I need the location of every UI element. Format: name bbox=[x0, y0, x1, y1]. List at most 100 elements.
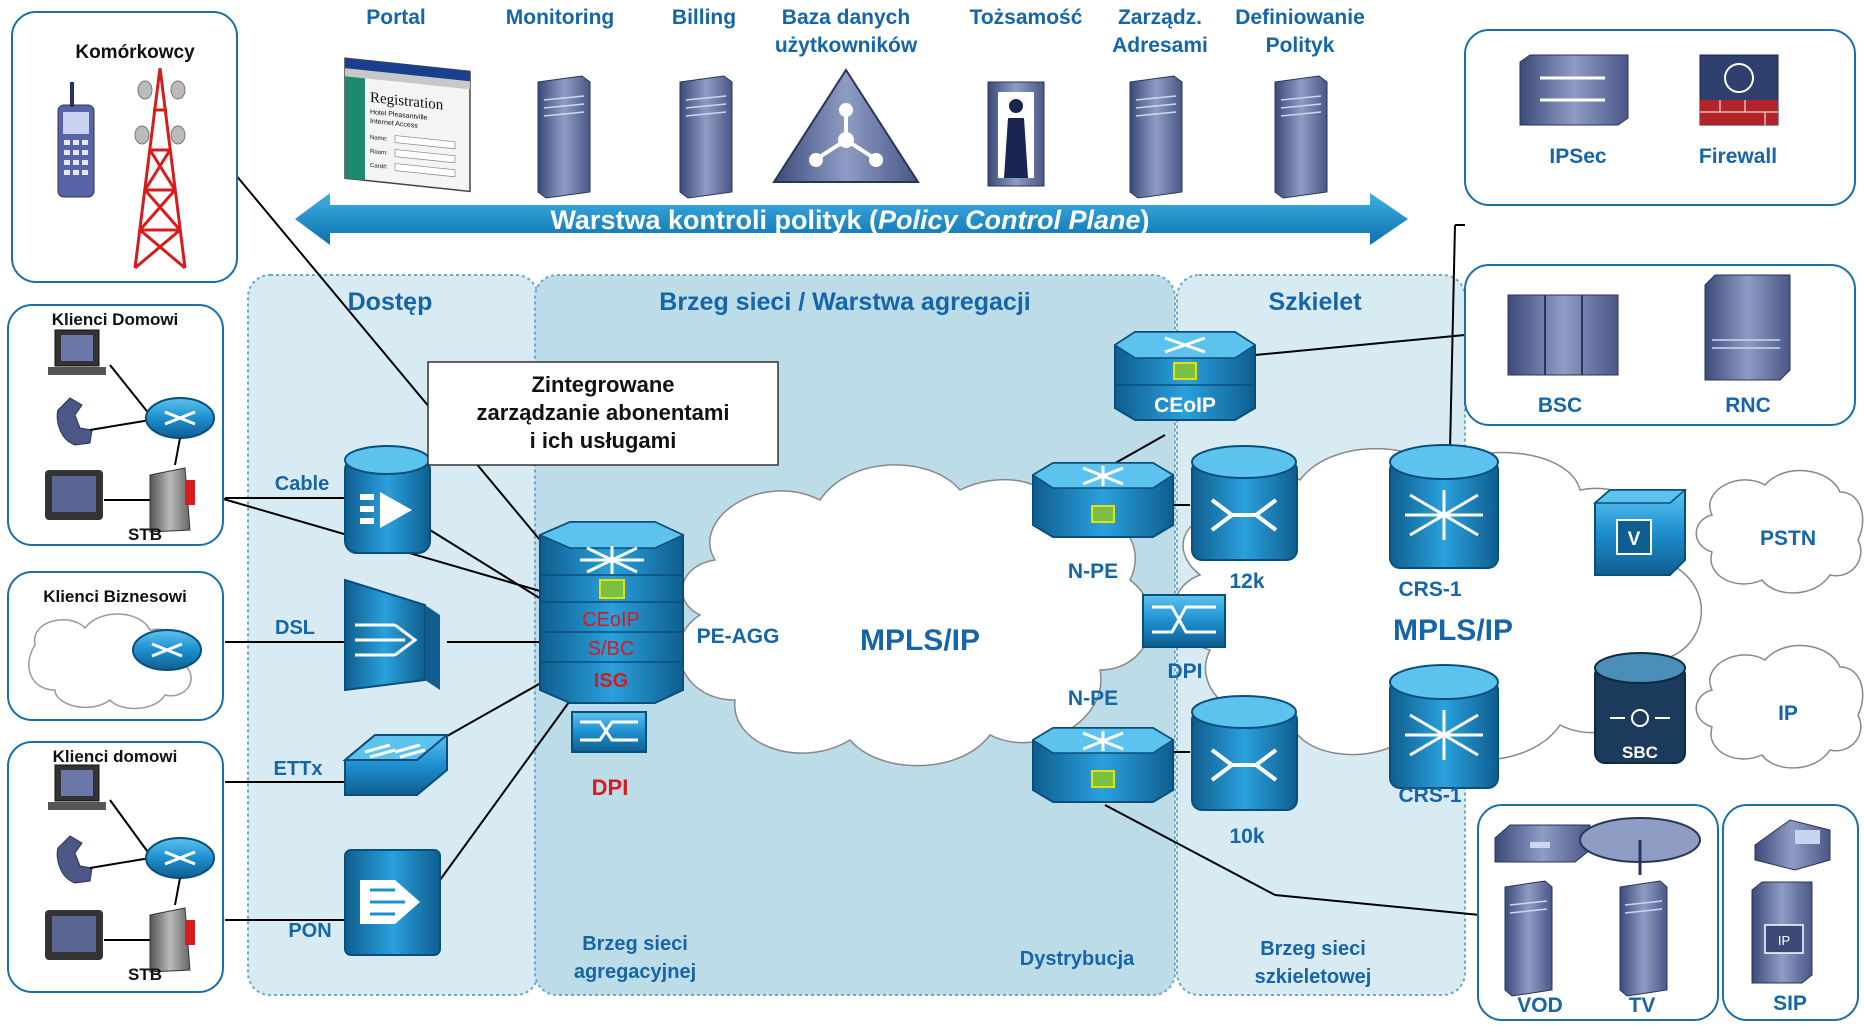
label-monitoring: Monitoring bbox=[506, 6, 614, 29]
box-mobile-core: BSC RNC bbox=[1464, 264, 1856, 426]
server-billing bbox=[679, 75, 733, 199]
zone-title-agregacja: Brzeg sieci / Warstwa agregacji bbox=[659, 288, 1030, 316]
dpi-device-mid bbox=[1142, 594, 1226, 648]
svg-text:i ich usługami: i ich usługami bbox=[530, 428, 677, 453]
ettx-switch-device bbox=[342, 734, 450, 796]
label-portal: Portal bbox=[366, 6, 426, 29]
tv-icon bbox=[45, 470, 150, 520]
label-12k: 12k bbox=[1229, 570, 1264, 593]
agg-label-dpi: DPI bbox=[592, 775, 629, 800]
label-bsc: BSC bbox=[1538, 394, 1582, 417]
label-klienci-biznesowi: Klienci Biznesowi bbox=[43, 587, 187, 606]
label-zarzadz-line1: Zarządz. bbox=[1118, 6, 1202, 29]
firewall-device bbox=[1699, 54, 1779, 126]
svg-text:Zintegrowane: Zintegrowane bbox=[531, 372, 674, 397]
mobile-phone-icon bbox=[57, 82, 95, 198]
client-box-mobile: Komórkowcy bbox=[11, 11, 238, 283]
box-video: VOD TV bbox=[1477, 804, 1719, 1021]
label-mpls-right: MPLS/IP bbox=[1393, 614, 1513, 647]
label-npe-top: N-PE bbox=[1068, 560, 1118, 583]
svg-text:Warstwa kontroli polityk (Poli: Warstwa kontroli polityk (Policy Control… bbox=[550, 205, 1149, 235]
pon-olt-device bbox=[344, 849, 441, 956]
label-ettx: ETTx bbox=[274, 758, 323, 780]
label-komorkowcy: Komórkowcy bbox=[75, 42, 195, 63]
client-box-home-2: Klienci domowi STB bbox=[7, 741, 224, 993]
label-vod: VOD bbox=[1517, 994, 1563, 1017]
database-icon bbox=[772, 68, 920, 183]
chip-icon bbox=[1091, 505, 1115, 523]
vod-server bbox=[1504, 880, 1553, 997]
label-pon: PON bbox=[288, 920, 331, 942]
label-ipsec: IPSec bbox=[1549, 145, 1607, 168]
label-definiowanie-line2: Polityk bbox=[1266, 34, 1335, 57]
agg-label-sbc: S/BC bbox=[588, 638, 635, 660]
label-stb-1: STB bbox=[128, 525, 162, 544]
registration-field2: Room: bbox=[370, 149, 388, 157]
policy-control-plane-arrow: Warstwa kontroli polityk (Policy Control… bbox=[295, 193, 1408, 245]
chip-icon bbox=[599, 579, 625, 599]
zone-footer-brzeg-szk-1: Brzeg sieci bbox=[1260, 938, 1366, 960]
tv-server bbox=[1619, 880, 1668, 997]
ip-phone-icon bbox=[1754, 819, 1831, 871]
label-pe-agg: PE-AGG bbox=[697, 625, 780, 648]
label-sbc: SBC bbox=[1622, 743, 1658, 762]
zone-title-dostep: Dostęp bbox=[348, 288, 433, 316]
dpi-device-left bbox=[571, 711, 647, 753]
label-firewall: Firewall bbox=[1699, 145, 1777, 168]
pe-agg-isg-device: CEoIP S/BC ISG bbox=[538, 521, 685, 704]
client-box-business: Klienci Biznesowi bbox=[7, 571, 224, 721]
client-box-home-1: Klienci Domowi STB bbox=[7, 304, 224, 546]
router-icon-home-2 bbox=[109, 799, 215, 906]
crs1-router-bottom bbox=[1389, 664, 1499, 789]
sbc-device: SBC bbox=[1594, 652, 1686, 764]
vod-settop-icon bbox=[1494, 824, 1591, 863]
label-v: V bbox=[1628, 529, 1641, 550]
phone-icon bbox=[56, 397, 151, 446]
label-crs-top: CRS-1 bbox=[1398, 578, 1461, 601]
policy-apps: Portal Monitoring Billing Baza danych uż… bbox=[366, 6, 1365, 57]
box-security: IPSec Firewall bbox=[1464, 29, 1856, 206]
label-baza-line1: Baza danych bbox=[782, 6, 910, 29]
zone-footer-dystrybucja: Dystrybucja bbox=[1020, 948, 1135, 970]
pstn-cloud bbox=[1695, 469, 1864, 594]
label-klienci-domowi-2: Klienci domowi bbox=[53, 747, 178, 766]
label-rnc: RNC bbox=[1725, 394, 1771, 417]
label-crs-bottom: CRS-1 bbox=[1398, 784, 1461, 807]
label-stb-2: STB bbox=[128, 965, 162, 984]
portal-registration-window: Registration Hotel Pleasantville Interne… bbox=[344, 57, 471, 193]
label-npe-bottom: N-PE bbox=[1068, 687, 1118, 710]
zone-footer-brzeg-szk-2: szkieletowej bbox=[1255, 966, 1372, 988]
router-10k bbox=[1191, 695, 1298, 811]
dslam-device bbox=[344, 578, 440, 692]
label-cable: Cable bbox=[275, 473, 329, 495]
ipsec-device bbox=[1519, 54, 1629, 126]
ip-cloud bbox=[1695, 644, 1864, 769]
server-policy-definition bbox=[1274, 75, 1328, 199]
stb-device-icon bbox=[149, 467, 195, 533]
label-mpls-left: MPLS/IP bbox=[860, 624, 980, 657]
agg-label-isg: ISG bbox=[594, 670, 628, 692]
svg-text:IP: IP bbox=[1778, 933, 1790, 948]
rnc-device bbox=[1704, 274, 1791, 381]
registration-title: Registration bbox=[370, 90, 444, 114]
label-zarzadz-line2: Adresami bbox=[1112, 34, 1208, 57]
stb-device-icon bbox=[149, 907, 195, 973]
chip-icon bbox=[1091, 770, 1115, 788]
label-dsl: DSL bbox=[275, 617, 315, 639]
label-tozsamosc: Tożsamość bbox=[970, 6, 1083, 29]
voice-gateway-device: V bbox=[1592, 489, 1688, 576]
zone-footer-brzeg-agr-1: Brzeg sieci bbox=[582, 933, 688, 955]
label-ip: IP bbox=[1778, 702, 1798, 725]
server-monitoring bbox=[537, 75, 591, 199]
registration-field3: Card#: bbox=[370, 163, 388, 171]
label-klienci-domowi-1: Klienci Domowi bbox=[52, 310, 179, 329]
router-12k bbox=[1191, 445, 1298, 561]
label-pstn: PSTN bbox=[1760, 527, 1816, 550]
box-sip: IP SIP bbox=[1722, 804, 1859, 1021]
chip-icon bbox=[1173, 362, 1197, 380]
router-icon-business bbox=[132, 629, 202, 671]
bsc-device bbox=[1507, 294, 1619, 376]
identity-person-icon bbox=[987, 81, 1045, 187]
callout-subscriber-management: Zintegrowane zarządzanie abonentami i ic… bbox=[427, 361, 779, 466]
tv-icon bbox=[45, 910, 150, 960]
